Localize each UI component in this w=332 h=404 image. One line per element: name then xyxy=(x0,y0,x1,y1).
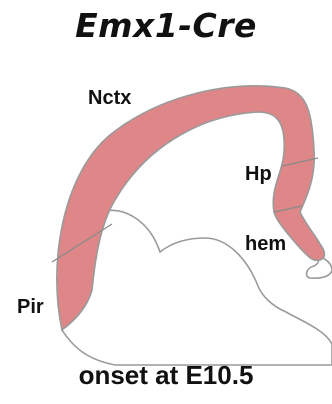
label-nctx: Nctx xyxy=(88,87,131,109)
label-pir: Pir xyxy=(17,296,44,318)
label-hem: hem xyxy=(245,233,286,255)
label-hp: Hp xyxy=(245,163,272,185)
onset-caption: onset at E10.5 xyxy=(0,360,332,391)
